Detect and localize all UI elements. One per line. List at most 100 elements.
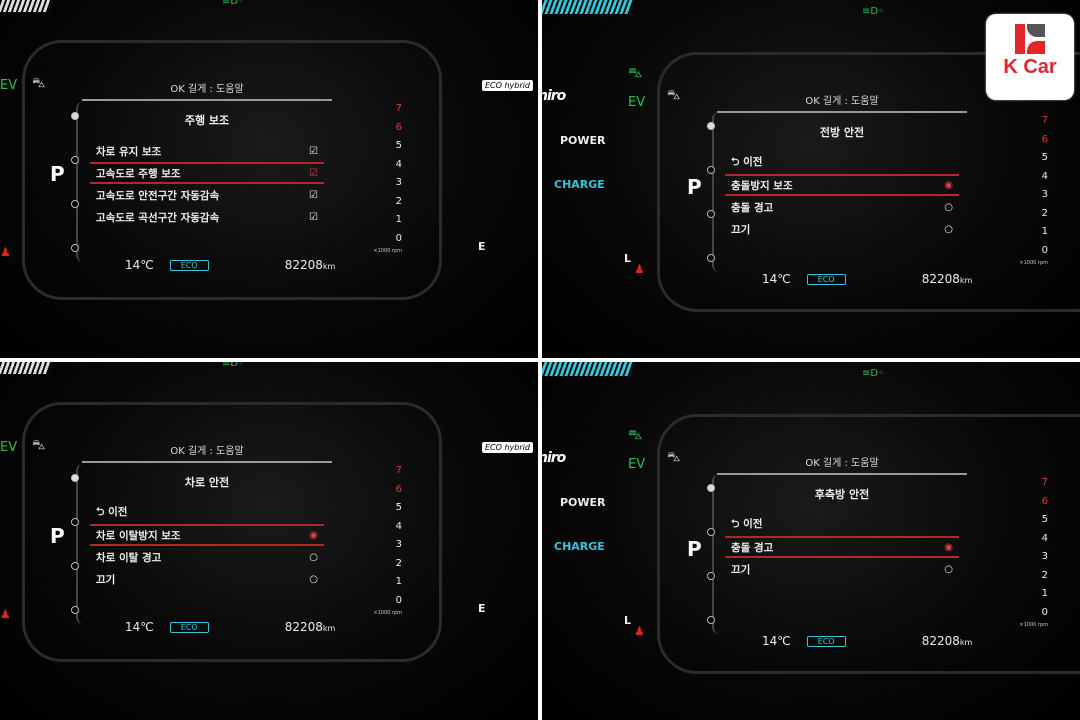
rpm-tick: 4	[1041, 170, 1048, 182]
ev-indicator: EV	[628, 457, 646, 472]
drive-mode-rail	[707, 474, 726, 634]
menu-item[interactable]: 충돌방지 보조◉	[725, 174, 959, 196]
rail-dot-icon	[71, 606, 79, 614]
menu-item[interactable]: 차로 이탈방지 보조◉	[90, 524, 324, 546]
menu-item-label: ⮌ 이전	[731, 518, 763, 530]
kcar-logo: K Car	[986, 14, 1074, 100]
eco-hybrid-badge: ECO hybrid	[482, 80, 533, 91]
odometer-value: 82208	[921, 272, 960, 286]
rpm-tick: 6	[395, 483, 402, 495]
status-bar: 14℃ ECO 82208km	[125, 620, 335, 634]
battery-l-label: L	[624, 614, 632, 627]
menu-item[interactable]: 끄기○	[725, 218, 959, 240]
power-label: POWER	[560, 496, 606, 509]
rpm-tick: 3	[1041, 551, 1048, 562]
menu-item[interactable]: 고속도로 곡선구간 자동감속☑	[90, 206, 324, 228]
rpm-tick: 3	[395, 177, 402, 188]
fuel-e-label: E	[478, 240, 486, 253]
cluster-bezel	[657, 414, 1080, 674]
outside-temp: 14℃	[762, 272, 791, 286]
menu-item[interactable]: ⮌ 이전	[725, 514, 959, 536]
rail-dot-icon	[71, 112, 79, 120]
rpm-tick: 1	[395, 214, 402, 225]
battery-l-label: L	[624, 252, 632, 265]
menu-title: 차로 안전	[184, 476, 230, 489]
cluster-bezel	[657, 52, 1080, 312]
menu-title: 전방 안전	[819, 126, 865, 139]
rpm-tick: 1	[1041, 226, 1048, 237]
rail-dot-icon	[707, 254, 715, 262]
menu-item-label: 충돌 경고	[731, 201, 774, 214]
outside-temp: 14℃	[125, 620, 154, 634]
seatbelt-warning-icon: ♟	[634, 262, 645, 276]
kcar-logo-text: K Car	[1003, 56, 1057, 78]
menu-item-label: ⮌ 이전	[731, 156, 763, 168]
checkbox-icon: ☑	[309, 189, 318, 201]
odometer-unit: km	[322, 262, 336, 271]
ev-indicator: EV	[0, 78, 18, 93]
battery-gauge-icon	[542, 0, 635, 14]
gear-indicator: P	[687, 175, 702, 199]
odometer: 82208km	[285, 620, 336, 634]
odometer: 82208km	[922, 272, 973, 286]
rpm-tick: 2	[1041, 569, 1048, 581]
headlamp-indicator-icon: ≡D◦	[862, 368, 884, 379]
menu-item[interactable]: 충돌 경고 ◉	[725, 536, 959, 558]
niro-logo: niro	[542, 450, 566, 466]
drive-mode-badge: ECO	[169, 259, 209, 271]
drive-mode-rail	[71, 464, 90, 624]
rail-dot-icon	[71, 200, 79, 208]
menu-item[interactable]: ⮌ 이전	[725, 152, 959, 174]
radio-icon: ◉	[944, 541, 953, 553]
eco-car-icon: ⛍	[628, 65, 643, 81]
lane-assist-car-icon: ⛍	[32, 76, 46, 91]
rpm-tick: 2	[395, 195, 402, 207]
rail-dot-icon	[71, 474, 79, 482]
menu-item[interactable]: 끄기○	[90, 568, 324, 590]
gear-indicator: P	[50, 162, 65, 186]
outside-temp: 14℃	[762, 634, 791, 648]
menu-item[interactable]: 끄기○	[725, 558, 959, 580]
drive-mode-badge: ECO	[169, 621, 209, 633]
rpm-tick: 5	[395, 502, 402, 513]
rpm-tick: 7	[395, 465, 402, 476]
menu-item-label: 고속도로 주행 보조	[96, 167, 181, 180]
menu-item[interactable]: 충돌 경고○	[725, 196, 959, 218]
menu-item-label: 차로 이탈 경고	[96, 551, 162, 564]
cluster-bezel	[22, 40, 442, 300]
menu-item[interactable]: 고속도로 주행 보조☑	[90, 162, 324, 184]
menu-item[interactable]: ⮌ 이전	[90, 502, 324, 524]
eco-hybrid-badge: ECO hybrid	[482, 442, 533, 453]
kcar-mark-icon	[1015, 24, 1045, 54]
menu-title: 후측방 안전	[814, 488, 870, 501]
rpm-tick: 5	[395, 140, 402, 151]
rpm-unit: ×1000 rpm	[1019, 622, 1048, 628]
rail-dot-icon	[707, 122, 715, 130]
charge-label: CHARGE	[554, 178, 605, 191]
rpm-tick: 3	[395, 539, 402, 550]
menu-item[interactable]: 차로 이탈 경고○	[90, 546, 324, 568]
rpm-tick: 7	[1041, 477, 1048, 488]
fuel-gauge-icon	[0, 362, 53, 374]
menu-item[interactable]: 차로 유지 보조☑	[90, 140, 324, 162]
menu-help-hint: OK 길게 : 도움말	[805, 96, 879, 107]
odometer-unit: km	[959, 638, 973, 647]
menu-item-label: 차로 유지 보조	[96, 145, 162, 158]
headlamp-indicator-icon: ≡D◦	[862, 6, 884, 17]
odometer-value: 82208	[284, 258, 323, 272]
menu-item[interactable]: 고속도로 안전구간 자동감속☑	[90, 184, 324, 206]
headlamp-indicator-icon: ≡D◦	[222, 0, 244, 7]
rail-dot-icon	[707, 166, 715, 174]
rail-dot-icon	[71, 156, 79, 164]
menu-item-label: 충돌 경고	[731, 541, 774, 554]
radio-icon: ○	[944, 223, 953, 235]
charge-label: CHARGE	[554, 540, 605, 553]
rpm-tick: 6	[395, 121, 402, 133]
